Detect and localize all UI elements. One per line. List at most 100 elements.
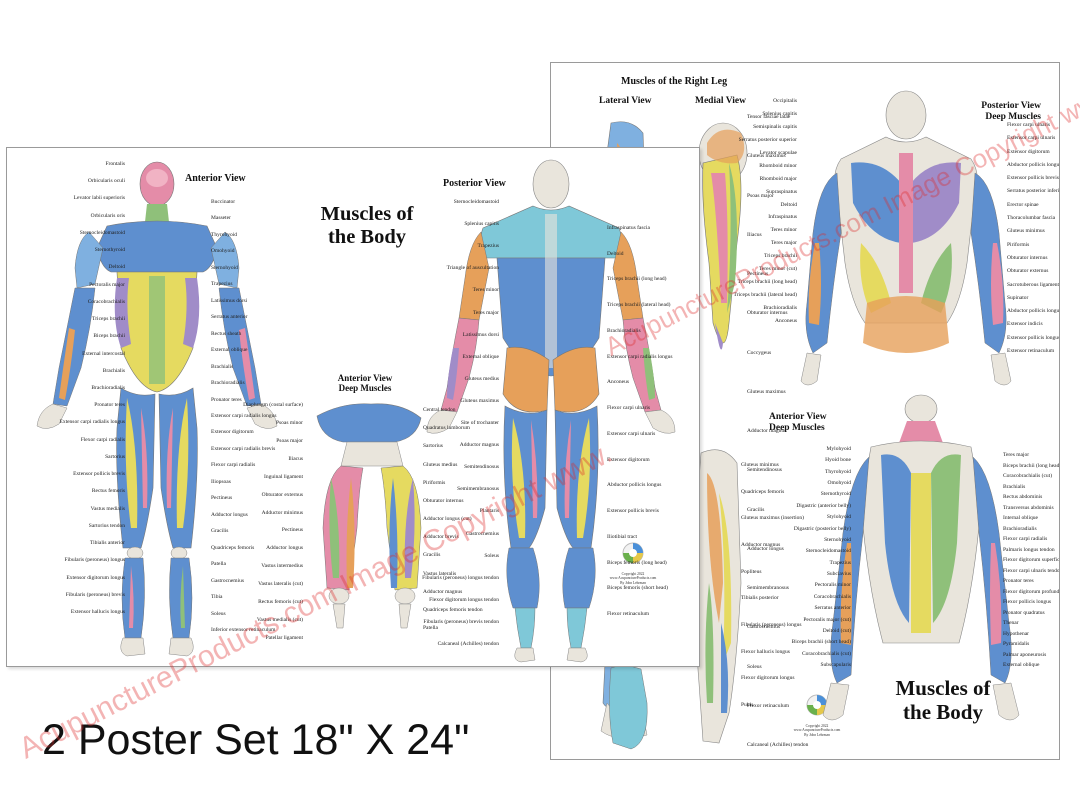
muscle-label: Quadriceps femoris [211,544,255,551]
muscle-label: Sternohyoid [824,536,851,543]
muscle-label: Soleus [211,610,226,617]
muscle-label: Popliteus [741,568,762,575]
muscle-label: Coracobrachialis (cut) [1003,473,1053,479]
muscle-label: Semimembranosus [457,486,499,493]
muscle-label: Pectoralis minor [814,582,851,589]
muscle-label: External oblique [211,347,248,354]
muscle-label: Flexor pollicis longus [1003,599,1051,605]
muscle-label: Abductor pollicis longus [607,482,662,489]
posterior-leg-lower-figure [609,449,742,750]
muscle-label: Pubis [741,702,754,708]
muscle-label: Obturator externus [1007,268,1049,275]
muscle-label: Tibialis anterior [89,540,125,547]
muscle-label: Pectoralis major [89,281,125,288]
muscle-label: Extensor carpi ulnaris [607,430,656,437]
muscle-label: Occipitalis [773,98,797,104]
muscle-label: Trapezius [829,559,852,566]
logo-icon [806,694,828,716]
muscle-label: Buccinator [211,199,236,205]
muscle-label: Flexor carpi radialis [80,436,125,443]
medial-view-title: Medial View [695,96,746,106]
muscle-label: Deltoid [607,250,624,257]
muscle-label: Teres major [472,309,499,316]
muscle-label: Anconeus [607,379,629,386]
muscle-label: Pyramidalis [1003,641,1030,647]
anterior-deep-title-back: Anterior View Deep Muscles [769,412,841,434]
muscle-label: Vastus medialis (cut) [256,617,303,624]
muscle-label: Extensor carpi radialis longus [59,419,125,426]
muscle-label: Quadratus lumborum [423,425,470,432]
muscle-label: Rectus femoris [91,488,125,495]
muscle-label: Patella [423,625,438,631]
muscle-label: Mylohyoid [826,446,851,452]
muscle-label: Extensor carpi radialis longus [211,413,277,419]
muscle-label: Biceps brachii [93,333,125,340]
muscle-label: Coracobrachialis [87,298,125,305]
muscle-label: Obturator internus [747,310,788,317]
muscle-label: Frontalis [105,161,125,167]
anterior-view-title: Anterior View [185,173,246,184]
muscle-label: Extensor digitorum [1007,148,1050,155]
medial-leg-figure [698,122,748,350]
muscle-label: Biceps brachii (short head) [791,639,851,646]
muscle-label: Sternocleidomastoid [805,548,851,555]
muscle-label: Gluteus maximus (insertion) [741,515,804,522]
muscle-label: Gluteus maximus [747,153,786,160]
muscle-label: Quadriceps femoris tendon [423,606,483,613]
muscle-label: Iliotibial tract [607,533,638,540]
muscle-label: Adductor longus [211,511,248,518]
muscle-label: Extensor pollicis brevis [73,471,125,478]
muscle-label: Flexor digitorum longus [741,675,795,682]
front-poster-artwork [36,159,676,663]
muscle-label: Flexor carpi radialis [211,462,256,469]
muscle-label: Supraspinatus [766,188,797,195]
muscle-label: Brachioradialis [1003,525,1037,532]
muscle-label: Rectus sheath [211,330,242,337]
muscle-label: Inferior extensor retinaculum [211,627,276,633]
muscle-label: Hyoid bone [825,457,851,464]
muscle-label: Biceps brachii (long head) [1003,462,1060,469]
muscle-label: Extensor indicis [1007,321,1043,328]
muscle-label: Semispinalis capitis [753,123,797,130]
muscle-label: Triceps brachii [92,316,125,323]
muscle-label: Iliopsoas [211,478,231,485]
muscle-label: Thyrohyoid [211,231,237,238]
muscle-label: Extensor carpi radialis brevis [211,445,276,452]
muscle-label: Infraspinatus [768,214,797,221]
muscle-label: Brachioradialis [91,385,125,391]
muscle-label: Digastric (posterior belly) [793,525,851,532]
muscle-label: Coccygeus [747,349,772,356]
muscle-label: Sartorius [105,453,125,460]
muscle-label: Rhomboid major [759,175,797,182]
logo-icon [622,542,644,564]
muscle-label: Orbicularis oculi [87,178,125,185]
muscle-label: Coracobrachialis [813,593,851,600]
muscle-label: Brachialis [211,363,234,370]
muscle-label: Patella [211,561,226,568]
muscle-label: Deltoid [780,201,798,208]
muscle-label: Rectus abdominis [1003,494,1043,500]
muscle-label: Inguinal ligament [264,473,303,480]
muscle-label: Fibularis (peroneus) longus [741,622,802,628]
muscle-label: Pectineus [747,271,769,277]
muscle-label: Extensor hallucis longus [70,609,125,615]
muscle-label: Triceps brachii (long head) [737,279,797,286]
muscle-label: Triangle of auscultation [446,265,499,272]
muscle-label: Fibularis (peroneus) longus [64,557,126,564]
muscle-label: Teres minor [472,287,499,294]
muscle-label: Iliacus [747,231,762,238]
muscle-label: Vastus intermedius [261,563,303,570]
muscle-label: Tibia [211,594,223,601]
muscle-label: Serratus anterior [814,605,852,612]
muscle-label: Semitendinosus [747,467,782,474]
muscle-label: Pronator teres [211,396,242,403]
muscle-label: Subscapularis [820,662,851,668]
muscle-label: Digastric (anterior belly) [796,502,851,509]
muscle-label: Adductor longus [266,545,303,552]
anterior-figure [36,161,278,657]
deep-muscles-figure [316,403,422,629]
muscle-label: External oblique [1003,662,1040,668]
muscle-label: Semitendinosus [464,464,499,471]
muscle-label: Adductor longus [747,545,784,552]
muscle-label: Supinator [1007,294,1029,301]
